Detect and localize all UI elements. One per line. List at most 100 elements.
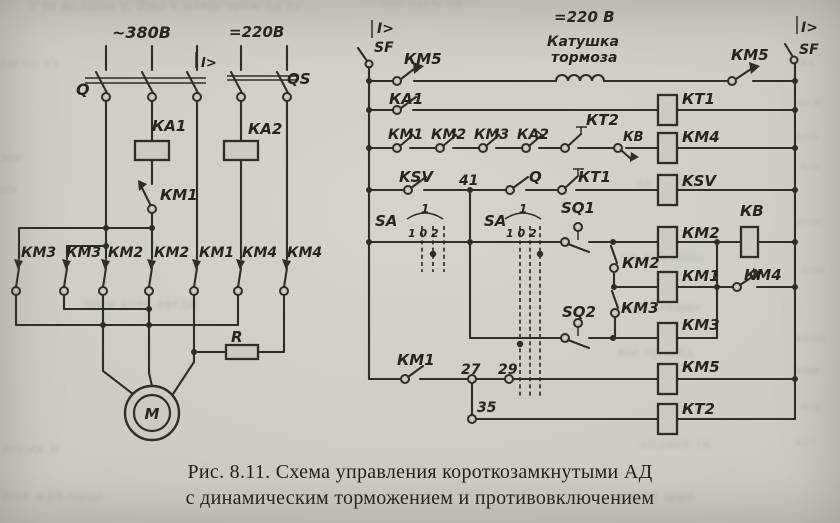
ksv-coil: [656, 173, 679, 207]
motor: [123, 384, 181, 442]
km2-coil: [656, 225, 679, 259]
label-node-35: 35: [477, 400, 497, 416]
rung-km5: [400, 362, 798, 396]
bleedthrough-text: нсо: [798, 95, 822, 110]
bleedthrough-text: пм: [0, 182, 19, 197]
resistor-r: [224, 343, 260, 361]
bleedthrough-text: нпи: [796, 362, 820, 377]
label-switch-q: Q: [76, 80, 90, 99]
label-km3-branch-contact: КМ3: [621, 299, 659, 317]
label-ksv-contact: KSV: [399, 168, 434, 186]
label-km2-branch-contact: КМ2: [622, 254, 660, 272]
label-motor-m: М: [145, 405, 160, 423]
label-row-km4-2: КМ4: [287, 245, 322, 261]
bleedthrough-text: рыи: [798, 212, 824, 227]
label-row-km4-1: КМ4: [242, 245, 277, 261]
label-sf-right-i: I>: [801, 20, 818, 36]
bleedthrough-text: лпм: [800, 262, 825, 277]
label-km2-nc-contact: КМ2: [431, 127, 466, 143]
rung-kt1: [366, 93, 798, 127]
bleedthrough-text: тор левшие: [624, 300, 702, 315]
label-km1-nc-contact: КМ1: [388, 127, 423, 143]
label-km2-coil: КМ2: [682, 224, 720, 242]
label-switch-qs: QS: [287, 70, 311, 88]
label-ka2-coil: КА2: [248, 120, 282, 138]
label-ka2-nc-contact: КА2: [517, 127, 549, 143]
bleedthrough-text: вх: [800, 55, 816, 70]
brake-coil-inductor: [554, 73, 606, 83]
label-km1-main-contact: КМ1: [160, 186, 198, 204]
label-supply-dc-left: =220В: [229, 23, 284, 41]
kb-coil: [739, 225, 760, 259]
kt1-coil: [656, 93, 679, 127]
label-ksv-coil: KSV: [682, 172, 717, 190]
label-sa1: SA: [375, 212, 397, 230]
bleedthrough-text: куг: [796, 434, 817, 449]
label-km4-contact: КМ4: [744, 266, 782, 284]
main-contact-row: [11, 259, 291, 296]
bleedthrough-text: высл: [796, 330, 828, 345]
label-kt1-coil: КТ1: [682, 90, 715, 108]
label-km3-coil: КМ3: [682, 316, 720, 334]
label-sa2-pos: 1: [519, 202, 527, 216]
label-node-29: 29: [498, 362, 518, 378]
power-circuit: [11, 44, 296, 442]
label-brake-coil-line2: тормоза: [551, 50, 617, 66]
label-q-contact: Q: [529, 168, 542, 186]
ka1-coil: [133, 139, 171, 162]
terminal-35: [467, 414, 477, 424]
label-km1-aux-contact: КМ1: [397, 351, 435, 369]
rung-km4: [366, 126, 798, 165]
label-km5-contact-right: КМ5: [731, 46, 769, 64]
label-sa2: SA: [484, 212, 506, 230]
label-sf-left-i: I>: [377, 21, 394, 37]
label-row-km2-2: КМ2: [154, 245, 189, 261]
bleedthrough-text: г те ислшне т. Вмо г нлеш теим од гл: [30, 0, 302, 14]
label-kb-contact: КВ: [623, 130, 644, 145]
label-km5-contact-left: КМ5: [404, 50, 442, 68]
bleedthrough-text: дм по нз: [0, 56, 59, 71]
rung-kt2: [467, 381, 797, 436]
circuit-schematic: ~380В=220ВI>QQSКА1КА2КМ1КМ3КМ3КМ2КМ2КМ1К…: [11, 8, 819, 442]
rung-brake-coil: [366, 62, 798, 86]
label-km3-nc-contact: КМ3: [474, 127, 509, 143]
label-sf-right: SF: [799, 42, 819, 58]
label-row-km3-2: КМ3: [66, 245, 101, 261]
ka2-coil: [222, 139, 260, 162]
label-km4-coil: КМ4: [682, 128, 720, 146]
km1-coil: [656, 270, 679, 304]
bleedthrough-text: впг: [800, 158, 822, 173]
control-circuit: [356, 16, 799, 436]
label-sf-left: SF: [374, 40, 394, 56]
label-sa1-pos: 1: [421, 202, 429, 216]
bleedthrough-text: доб: [796, 128, 819, 143]
km5-coil: [656, 362, 679, 396]
label-kt1-contact: КТ1: [578, 168, 611, 186]
label-ka1-contact: КА1: [389, 90, 423, 108]
rung-ksv: [366, 168, 798, 207]
label-kt2-coil: КТ2: [682, 400, 715, 418]
label-kt2-contact: КТ2: [586, 111, 619, 129]
bleedthrough-text: апднеп тк: [640, 436, 712, 452]
label-row-km3-1: КМ3: [21, 245, 56, 261]
branch-km1-km3: [609, 244, 798, 340]
km3-coil: [656, 321, 679, 355]
sa1-cam-contact: [421, 226, 445, 272]
caption-line-1: Рис. 8.11. Схема управления короткозамкн…: [187, 461, 653, 483]
label-node-27: 27: [461, 362, 481, 378]
label-kb-coil: КВ: [740, 202, 764, 220]
sq2-km3-rung: [468, 188, 719, 355]
kt2-coil: [656, 402, 679, 436]
label-ka1-coil: КА1: [152, 117, 186, 135]
label-control-supply: =220 В: [554, 8, 615, 26]
label-node-41: 41: [458, 173, 478, 189]
label-row-km2-1: КМ2: [108, 245, 143, 261]
label-brake-coil-line1: Катушка: [547, 34, 619, 50]
label-sa2-positions: 1 0 2: [506, 227, 537, 240]
sa2-cam-contact: [519, 226, 541, 398]
label-sq1: SQ1: [561, 199, 595, 217]
bleedthrough-text: веснк н: [2, 440, 60, 457]
label-sq2: SQ2: [562, 303, 596, 321]
